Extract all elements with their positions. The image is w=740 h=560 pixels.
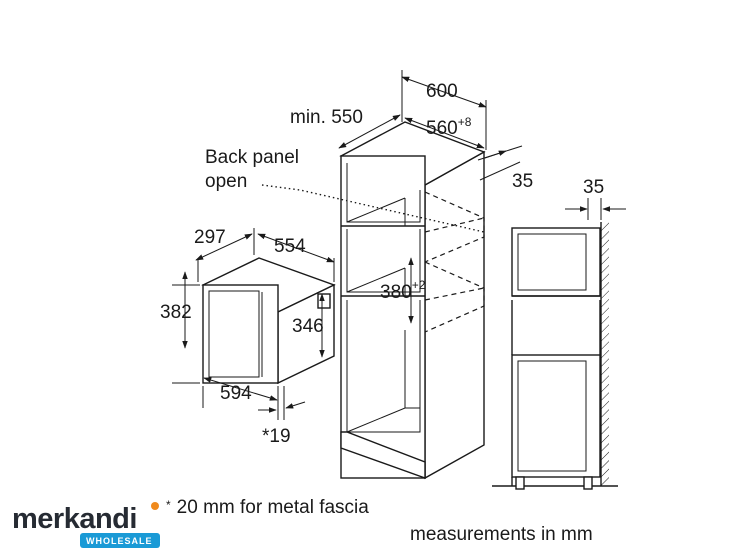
dim-device-inner-height: 346 bbox=[292, 316, 324, 337]
dim-min-depth: min. 550 bbox=[290, 107, 363, 128]
dim-fascia-depth: *19 bbox=[262, 426, 291, 447]
logo-badge bbox=[80, 533, 160, 548]
footnote: *20 mm for metal fascia bbox=[166, 497, 369, 518]
dim-wall-gap: 35 bbox=[583, 177, 604, 198]
label-back-panel: Back panel bbox=[205, 147, 299, 168]
label-back-panel-open: open bbox=[205, 171, 247, 192]
units-note: measurements in mm bbox=[410, 524, 593, 545]
dim-niche-height: 380+2 bbox=[380, 278, 426, 303]
dim-cabinet-width: 600 bbox=[426, 81, 458, 102]
dim-device-height: 382 bbox=[160, 302, 192, 323]
logo-dot bbox=[151, 502, 159, 510]
side-view bbox=[492, 198, 626, 490]
tall-cabinet bbox=[261, 121, 486, 480]
logo-wordmark: merkandi bbox=[12, 503, 137, 535]
cabinet-dimensions bbox=[338, 70, 523, 324]
logo-badge-text: WHOLESALE bbox=[86, 536, 153, 546]
dim-device-width-bottom: 594 bbox=[220, 383, 252, 404]
appliance-dimensions bbox=[172, 228, 335, 420]
dim-side-offset: 35 bbox=[512, 171, 533, 192]
merkandi-logo: merkandi WHOLESALE bbox=[12, 502, 160, 548]
dim-device-width-top: 554 bbox=[274, 236, 306, 257]
dim-device-depth: 297 bbox=[194, 227, 226, 248]
dim-niche-width: 560+8 bbox=[426, 115, 472, 139]
